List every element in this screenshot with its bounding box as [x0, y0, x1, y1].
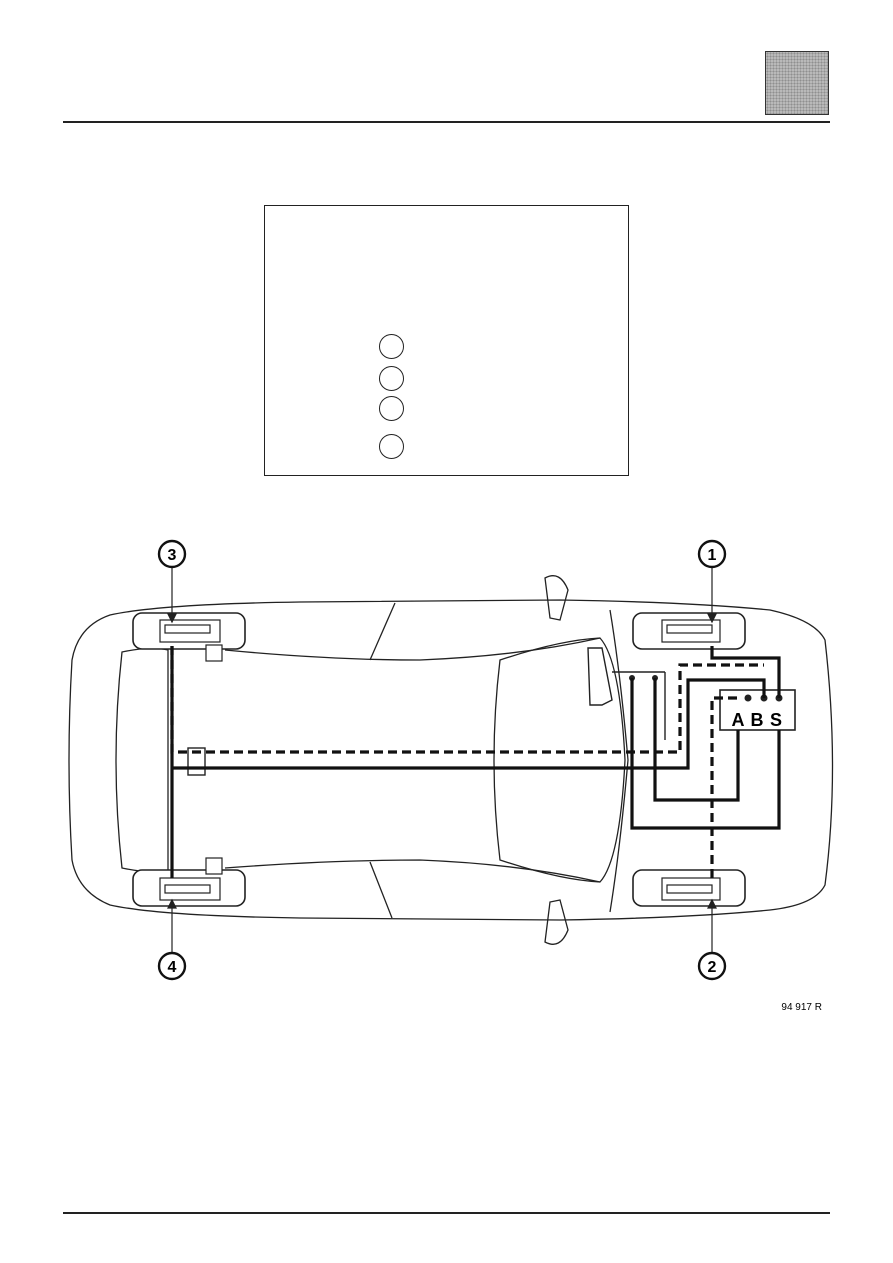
- legend-box: [264, 205, 629, 476]
- figure-reference: 94 917 R: [781, 1002, 822, 1013]
- wheel-sensors: [159, 619, 721, 901]
- svg-text:1: 1: [708, 547, 717, 564]
- svg-text:4: 4: [168, 959, 177, 976]
- legend-circle-2: [379, 366, 404, 391]
- wheel-marker-1: 1: [697, 539, 727, 569]
- legend-circle-3: [379, 396, 404, 421]
- header-rule: [63, 121, 830, 123]
- wheel-marker-3: 3: [157, 539, 187, 569]
- wheels: [132, 612, 746, 907]
- wheel-marker-4: 4: [157, 951, 187, 981]
- svg-text:3: 3: [168, 547, 177, 564]
- front-assembly: [587, 647, 666, 740]
- brake-circuit-dashed: [170, 646, 764, 878]
- svg-text:2: 2: [708, 959, 717, 976]
- footer-rule: [63, 1212, 830, 1214]
- svg-text:A: A: [732, 710, 745, 730]
- svg-text:S: S: [770, 710, 782, 730]
- brake-circuit-solid: [170, 646, 781, 878]
- wheel-marker-2: 2: [697, 951, 727, 981]
- vehicle-brake-diagram: A B S 1 2 3: [68, 539, 834, 1013]
- section-tab: [765, 51, 829, 115]
- marker-arrows: [167, 568, 717, 952]
- legend-circle-1: [379, 334, 404, 359]
- legend-circle-4: [379, 434, 404, 459]
- abs-unit: A B S: [719, 689, 796, 731]
- svg-text:B: B: [751, 710, 764, 730]
